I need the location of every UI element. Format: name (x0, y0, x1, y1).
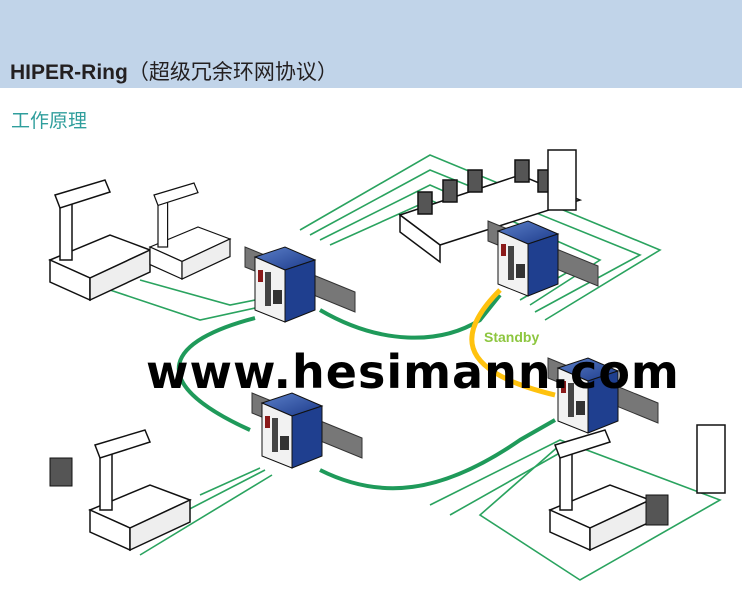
watermark: www.hesimann.com (146, 345, 680, 399)
page-title: HIPER-Ring（超级冗余环网协议） (10, 56, 338, 86)
robot-cell-top-left (49, 179, 231, 301)
robot-cell-bottom-right (549, 429, 651, 551)
switch-top-left (244, 246, 356, 323)
monitor-bottom-left (49, 457, 73, 487)
switch-bottom-left (251, 392, 363, 469)
section-subtitle: 工作原理 (11, 111, 88, 132)
workstations (398, 149, 583, 264)
title-latin: HIPER-Ring (10, 61, 128, 84)
header-band: HIPER-Ring（超级冗余环网协议） (0, 0, 742, 88)
monitor-bottom-right (645, 494, 669, 526)
robot-cell-bottom-left (89, 429, 191, 551)
ring-standby-link (469, 288, 556, 398)
server-tower-right (696, 424, 726, 494)
title-chinese: （超级冗余环网协议） (127, 61, 338, 84)
standby-label: Standby (484, 329, 540, 345)
switch-top-right (487, 220, 599, 297)
